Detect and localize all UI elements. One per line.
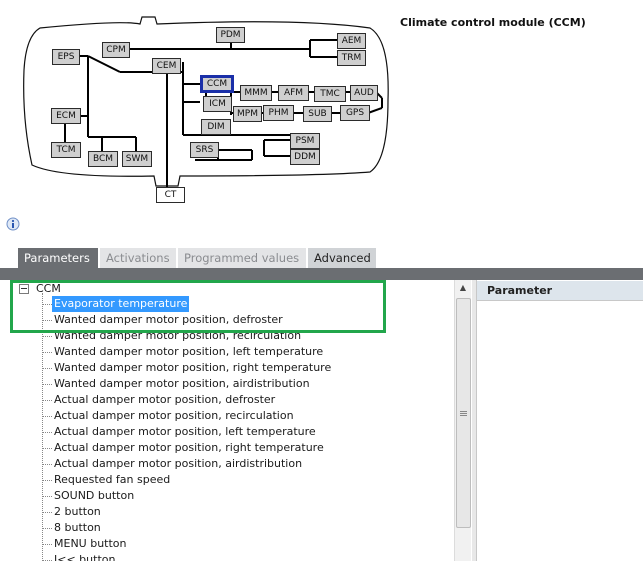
module-tcm[interactable]: TCM (51, 142, 81, 158)
tree-item[interactable]: 2 button (54, 505, 101, 518)
module-title: Climate control module (CCM) (400, 16, 586, 29)
tree-item[interactable]: Actual damper motor position, recirculat… (54, 409, 294, 422)
tree-connector-dot (43, 416, 52, 417)
arrow-up-icon[interactable]: ▲ (459, 283, 467, 292)
module-icm[interactable]: ICM (203, 96, 232, 112)
tree-connector-dot (43, 400, 52, 401)
info-icon[interactable] (6, 217, 20, 231)
module-swm[interactable]: SWM (122, 151, 152, 167)
tree-root-ccm[interactable]: CCM (36, 282, 61, 295)
tree-connector-dot (43, 544, 52, 545)
tree-connector (42, 293, 43, 561)
tree-item[interactable]: Wanted damper motor position, recirculat… (54, 329, 302, 342)
tab-programmed-values[interactable]: Programmed values (178, 248, 306, 268)
network-diagram (23, 16, 389, 188)
tree-connector-dot (43, 384, 52, 385)
tab-parameters[interactable]: Parameters (18, 248, 98, 268)
module-eps[interactable]: EPS (52, 49, 80, 65)
module-mmm[interactable]: MMM (240, 85, 272, 101)
module-sub[interactable]: SUB (303, 106, 332, 122)
module-srs[interactable]: SRS (190, 142, 219, 158)
module-tmc[interactable]: TMC (314, 86, 346, 102)
module-dim[interactable]: DIM (201, 119, 231, 135)
tree-connector-dot (43, 496, 52, 497)
module-bcm[interactable]: BCM (88, 151, 118, 167)
tab-strip (0, 268, 643, 280)
tree-item[interactable]: Actual damper motor position, right temp… (54, 441, 324, 454)
scroll-thumb[interactable] (456, 298, 471, 528)
tree-connector-dot (43, 464, 52, 465)
module-psm[interactable]: PSM (290, 133, 320, 149)
module-trm[interactable]: TRM (337, 50, 366, 66)
module-afm[interactable]: AFM (278, 85, 309, 101)
tab-advanced[interactable]: Advanced (308, 248, 376, 268)
tree-item[interactable]: Wanted damper motor position, left tempe… (54, 345, 324, 358)
tree-item[interactable]: Wanted damper motor position, defroster (54, 313, 283, 326)
tree-connector-dot (43, 368, 52, 369)
tree-connector-dot (43, 352, 52, 353)
tree-connector-dot (43, 304, 52, 305)
tree-item[interactable]: Wanted damper motor position, airdistrib… (54, 377, 310, 390)
parameter-column-header: Parameter (477, 281, 643, 301)
tree-connector-dot (43, 528, 52, 529)
tree-item[interactable]: MENU button (54, 537, 127, 550)
module-pdm[interactable]: PDM (216, 27, 245, 43)
tree-item[interactable]: Evaporator temperature (52, 296, 190, 312)
module-ddm[interactable]: DDM (290, 149, 320, 165)
tree-item[interactable]: 8 button (54, 521, 101, 534)
tree-item[interactable]: SOUND button (54, 489, 135, 502)
module-ccm[interactable]: CCM (200, 75, 234, 93)
vertical-scrollbar[interactable]: ▲ (454, 280, 471, 561)
tree-connector-dot (43, 512, 52, 513)
tree-item[interactable]: Actual damper motor position, airdistrib… (54, 457, 303, 470)
module-cem[interactable]: CEM (152, 58, 181, 74)
grip-icon (460, 411, 467, 417)
module-ct[interactable]: CT (156, 187, 185, 203)
tree-item[interactable]: Actual damper motor position, left tempe… (54, 425, 316, 438)
tree-connector-dot (43, 432, 52, 433)
tree-item[interactable]: Requested fan speed (54, 473, 171, 486)
module-mpm[interactable]: MPM (233, 106, 262, 122)
module-aud[interactable]: AUD (350, 85, 378, 101)
tree-connector-dot (43, 480, 52, 481)
module-aem[interactable]: AEM (337, 33, 366, 49)
module-phm[interactable]: PHM (263, 105, 294, 121)
collapse-icon[interactable] (19, 284, 29, 294)
tree-connector-dot (43, 448, 52, 449)
tree-item[interactable]: Wanted damper motor position, right temp… (54, 361, 332, 374)
module-ecm[interactable]: ECM (51, 108, 81, 124)
tree-item[interactable]: I<< button (54, 553, 116, 561)
module-cpm[interactable]: CPM (102, 42, 130, 58)
parameter-panel: Parameter (476, 280, 643, 561)
tab-activations[interactable]: Activations (100, 248, 176, 268)
module-gps[interactable]: GPS (340, 105, 370, 121)
tree-connector-dot (43, 320, 52, 321)
panel-splitter[interactable] (472, 280, 476, 561)
tree-item[interactable]: Actual damper motor position, defroster (54, 393, 276, 406)
tree-connector-dot (43, 336, 52, 337)
